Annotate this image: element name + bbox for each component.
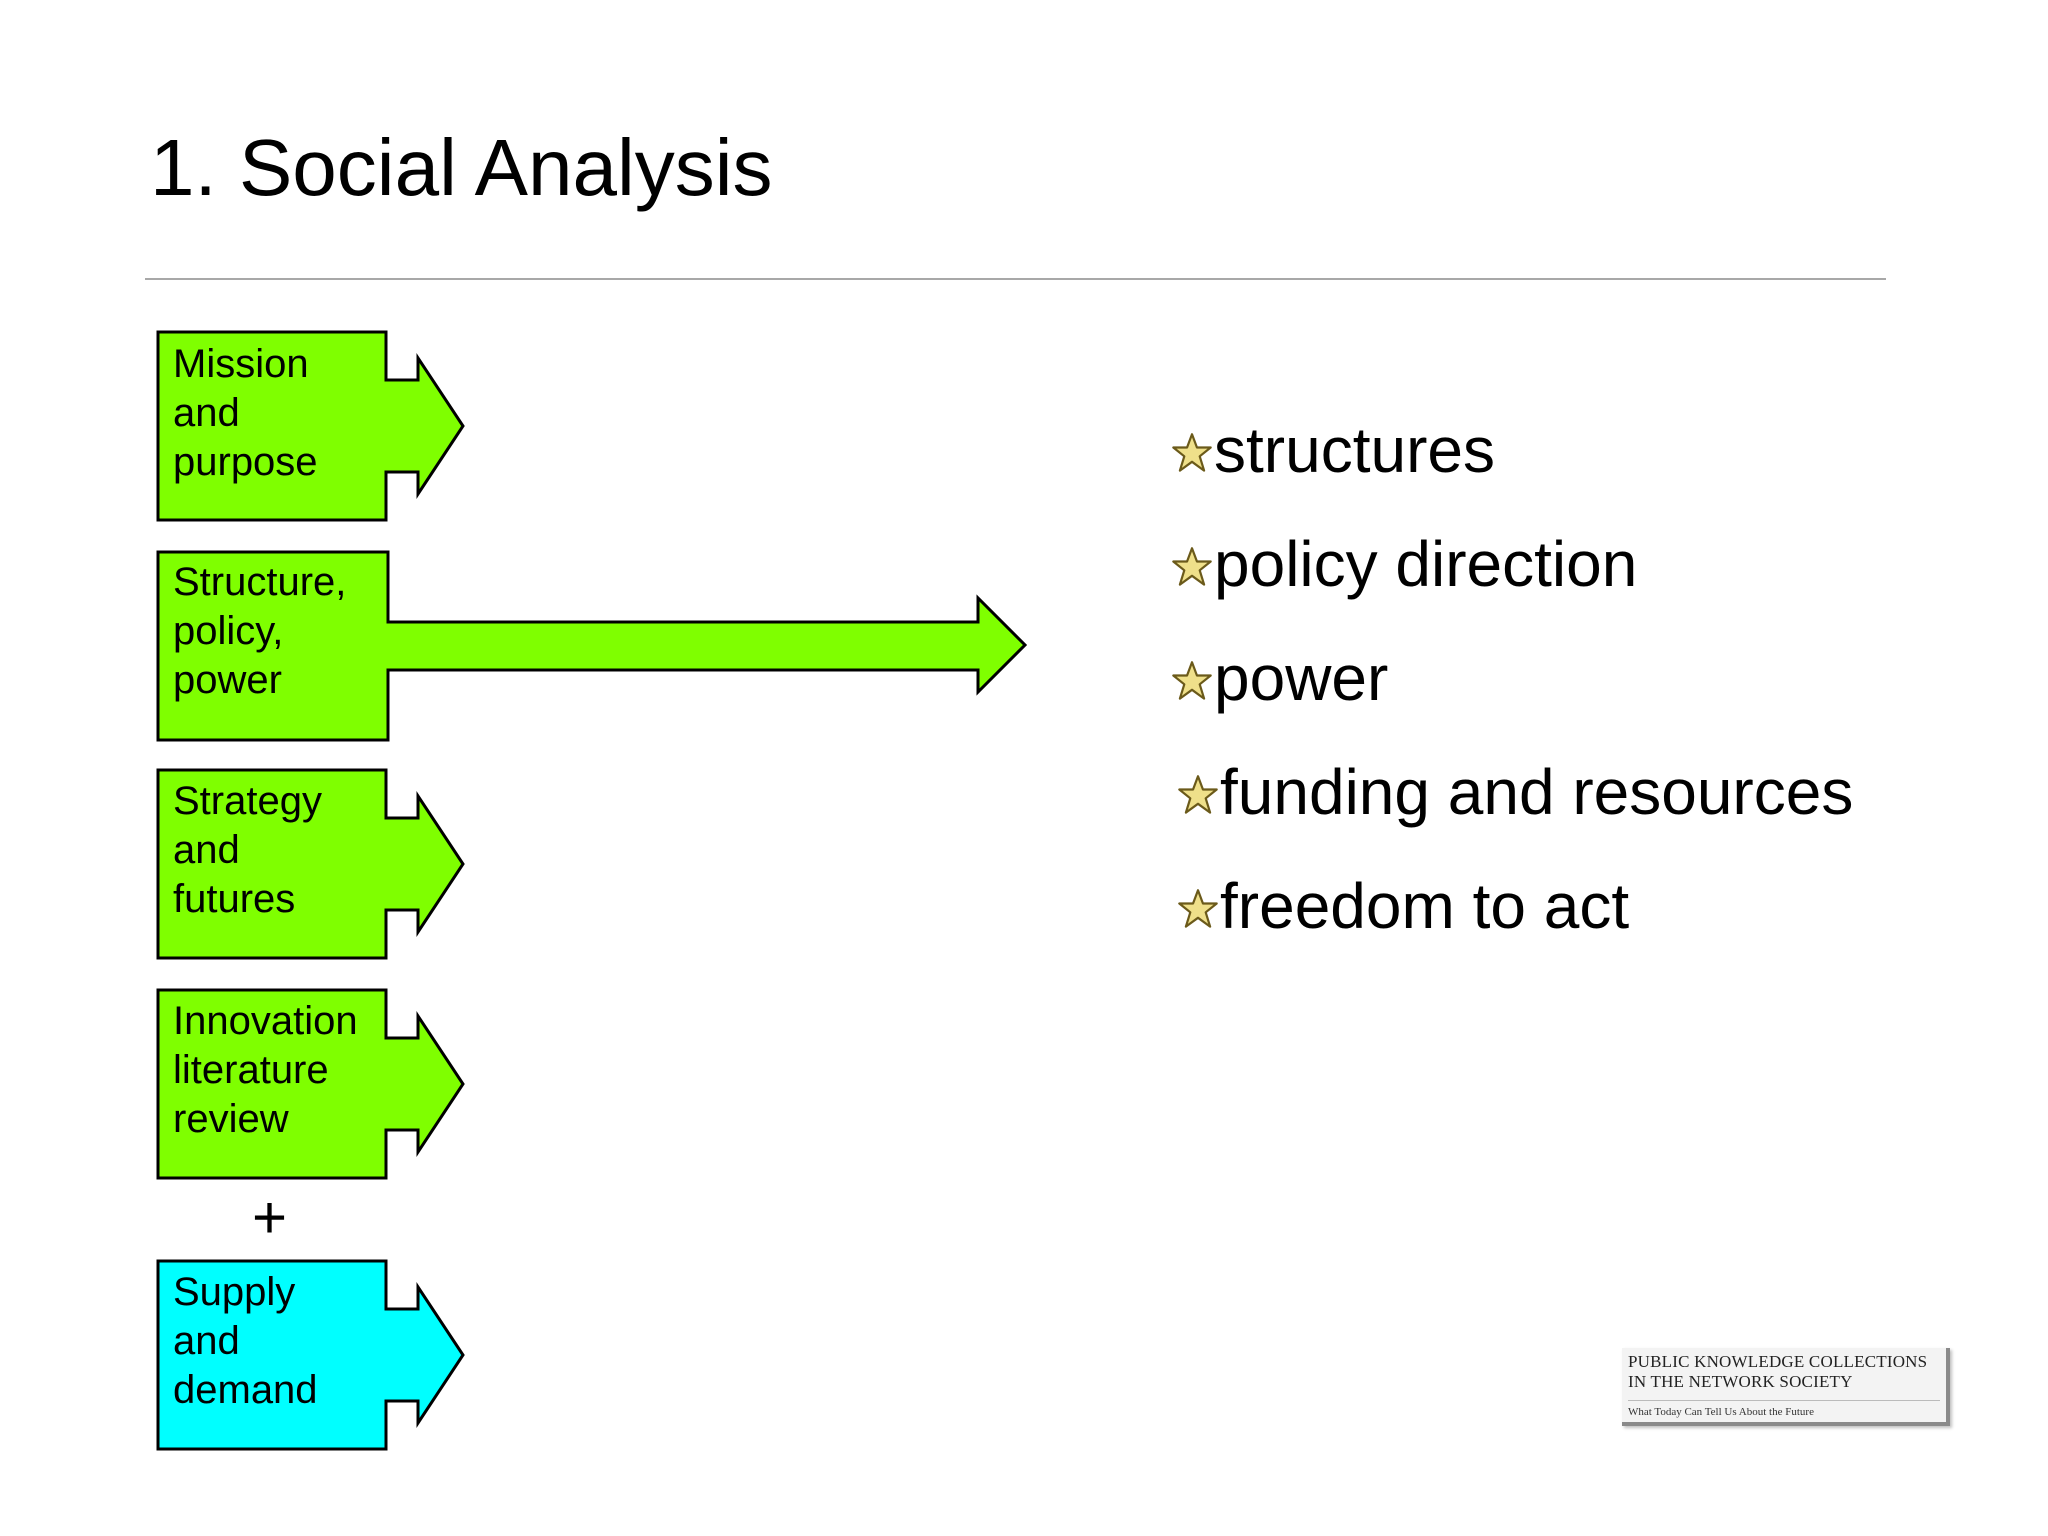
slide-title: 1. Social Analysis — [150, 123, 773, 212]
box-label-line: demand — [173, 1368, 318, 1412]
title-divider — [145, 278, 1886, 280]
star-icon — [1172, 433, 1212, 472]
bullet-list: structures policy direction power fundin… — [1170, 414, 1853, 984]
bullet-item: structures — [1170, 414, 1853, 486]
box-label-line: review — [173, 1097, 289, 1141]
box-label-strategy: Strategy and futures — [173, 777, 322, 924]
star-icon — [1178, 775, 1218, 814]
bullet-item: funding and resources — [1176, 756, 1853, 828]
bullet-text: policy direction — [1214, 528, 1638, 600]
bullet-item: power — [1170, 642, 1853, 714]
box-label-mission: Mission and purpose — [173, 340, 318, 487]
structure-box-long-arrow — [156, 550, 1028, 742]
box-label-line: policy, — [173, 609, 284, 653]
bullet-text: power — [1214, 642, 1389, 714]
bullet-item: freedom to act — [1176, 870, 1853, 942]
box-label-structure: Structure, policy, power — [173, 558, 346, 705]
logo-line-1: PUBLIC KNOWLEDGE COLLECTIONS — [1628, 1352, 1928, 1371]
box-label-supply: Supply and demand — [173, 1268, 318, 1415]
box-label-line: Strategy — [173, 779, 322, 823]
box-label-line: and — [173, 391, 240, 435]
bullet-text: structures — [1214, 414, 1495, 486]
box-label-line: literature — [173, 1048, 329, 1092]
box-label-line: futures — [173, 877, 296, 921]
box-label-line: power — [173, 658, 282, 702]
star-icon — [1172, 547, 1212, 586]
bullet-item: policy direction — [1170, 528, 1853, 600]
box-label-innovation: Innovation literature review — [173, 997, 358, 1144]
bullet-text: freedom to act — [1220, 870, 1630, 942]
logo-line-2: IN THE NETWORK SOCIETY — [1628, 1372, 1853, 1391]
supply-box-arrow — [156, 1259, 465, 1451]
innovation-box-arrow — [156, 988, 465, 1180]
box-label-line: purpose — [173, 440, 318, 484]
plus-sign: + — [252, 1184, 288, 1251]
box-label-line: Mission — [173, 342, 309, 386]
box-label-line: and — [173, 828, 240, 872]
logo-tagline: What Today Can Tell Us About the Future — [1628, 1400, 1940, 1419]
box-label-line: Supply — [173, 1270, 296, 1314]
box-label-line: Structure, — [173, 560, 347, 604]
box-label-line: Innovation — [173, 999, 358, 1043]
mission-box-arrow — [156, 330, 465, 522]
box-label-line: and — [173, 1319, 240, 1363]
publication-logo: PUBLIC KNOWLEDGE COLLECTIONS IN THE NETW… — [1622, 1348, 1950, 1426]
strategy-box-arrow — [156, 768, 465, 960]
star-icon — [1172, 661, 1212, 700]
bullet-text: funding and resources — [1220, 756, 1854, 828]
star-icon — [1178, 889, 1218, 928]
